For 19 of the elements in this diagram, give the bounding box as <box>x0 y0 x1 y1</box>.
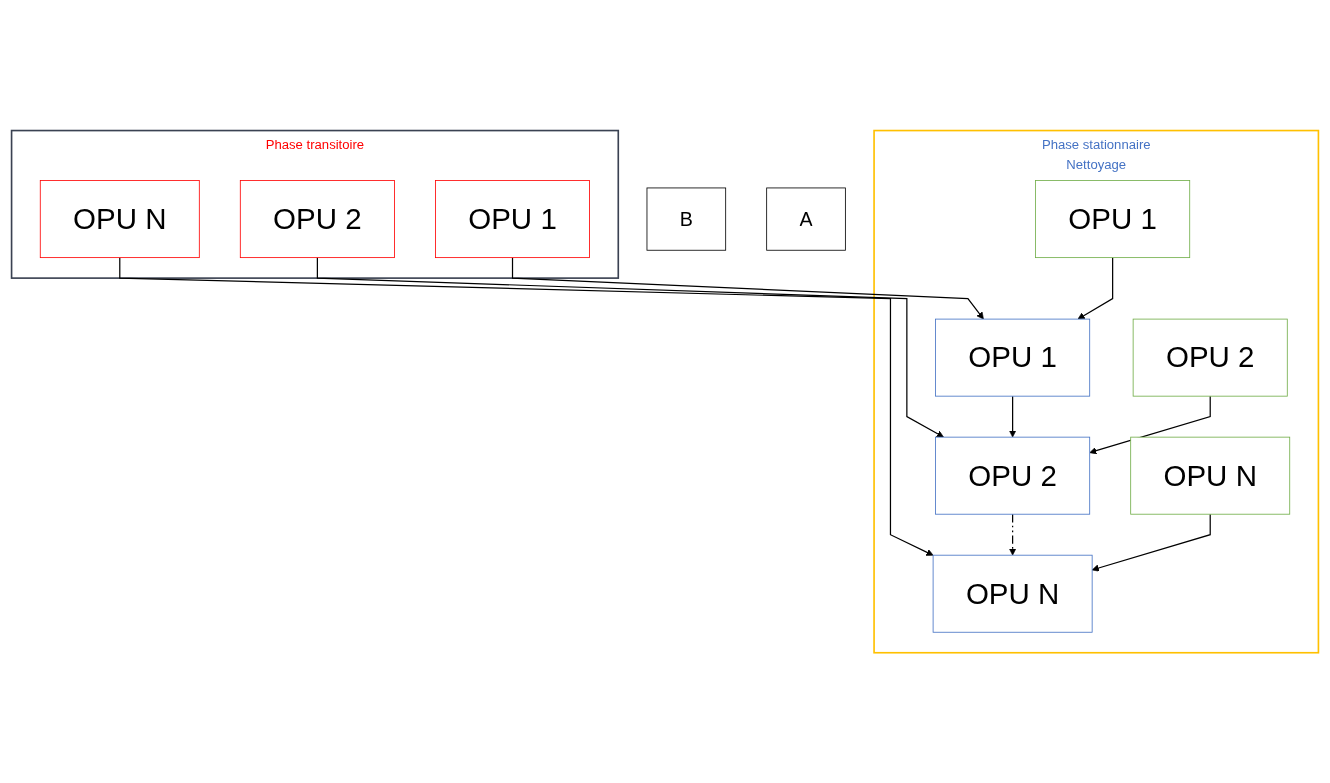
arrow <box>511 256 984 320</box>
arrow <box>316 256 944 438</box>
arrow <box>1077 256 1114 320</box>
node-box: OPU 2 <box>1132 318 1288 397</box>
arrow <box>1009 395 1017 438</box>
arrow <box>1009 513 1017 556</box>
node-box: OPU 1 <box>435 180 590 258</box>
node-box: A <box>766 187 846 251</box>
arrow <box>119 256 934 556</box>
node-box: B <box>646 187 727 251</box>
node-box: OPU 1 <box>935 318 1091 397</box>
arrow <box>1091 513 1211 572</box>
node-box: OPU N <box>932 554 1093 633</box>
node-box: OPU 2 <box>239 180 395 258</box>
node-box: OPU N <box>39 180 200 258</box>
node-box: OPU N <box>1130 436 1291 515</box>
node-box: OPU 2 <box>935 436 1091 515</box>
arrow <box>1089 395 1211 455</box>
node-box: OPU 1 <box>1035 180 1191 258</box>
